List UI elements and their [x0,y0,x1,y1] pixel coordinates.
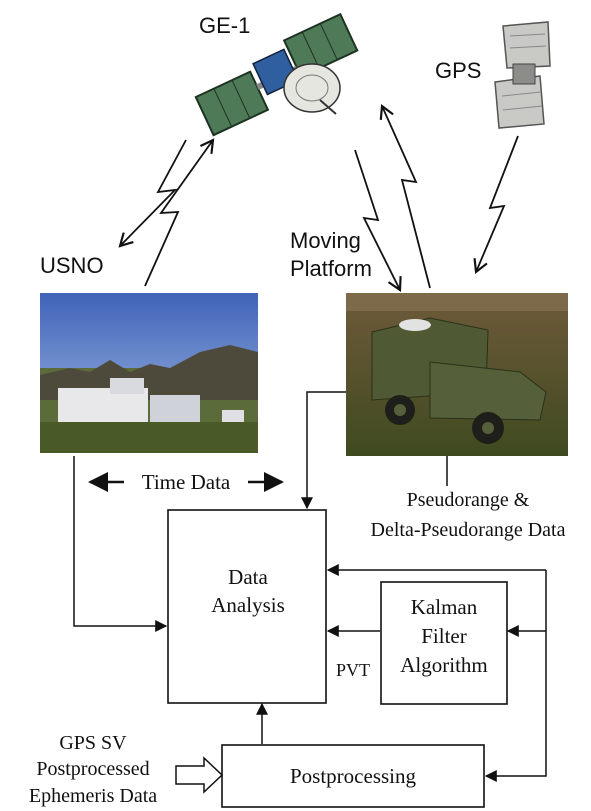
link-ge1-platform-2 [379,103,431,289]
pseudorange-label-line1: Pseudorange & [407,489,530,511]
right-bus [484,570,547,782]
link-ge1-usno-1 [118,139,187,248]
moving-platform-label-line2: Platform [290,256,372,281]
moving-platform-label-line1: Moving [290,228,361,253]
data-analysis-box [167,509,327,704]
usno-to-analysis [73,456,168,632]
data-analysis-label-line1: Data [228,565,268,589]
ephemeris-input-arrow-icon [175,756,224,794]
platform-to-analysis [301,391,346,510]
kalman-label-line3: Algorithm [400,653,488,677]
gps-satellite-icon [494,21,551,129]
ge1-satellite-icon [194,12,359,137]
usno-label: USNO [40,253,104,278]
kalman-filter-box [380,581,508,705]
gps-sv-label-line3: Ephemeris Data [29,785,157,807]
data-analysis-label-line2: Analysis [211,593,285,617]
usno-photo [40,293,258,453]
pseudorange-label-line2: Delta-Pseudorange Data [371,519,566,541]
gps-sv-label-line2: Postprocessed [36,758,149,780]
gps-label: GPS [435,58,481,83]
link-gps-platform [473,135,519,275]
pvt-label: PVT [336,660,370,680]
link-ge1-usno-2 [144,138,215,287]
time-data-label: Time Data [142,470,231,494]
moving-platform-photo [346,293,568,456]
kalman-label-line1: Kalman [411,595,478,619]
kalman-label-line2: Filter [421,624,467,648]
radio-links [118,103,519,292]
flow-connectors [73,391,547,782]
postprocessing-label: Postprocessing [290,764,417,788]
ge1-label: GE-1 [199,13,250,38]
link-ge1-platform-1 [354,149,402,292]
gps-sv-label-line1: GPS SV [59,732,127,754]
